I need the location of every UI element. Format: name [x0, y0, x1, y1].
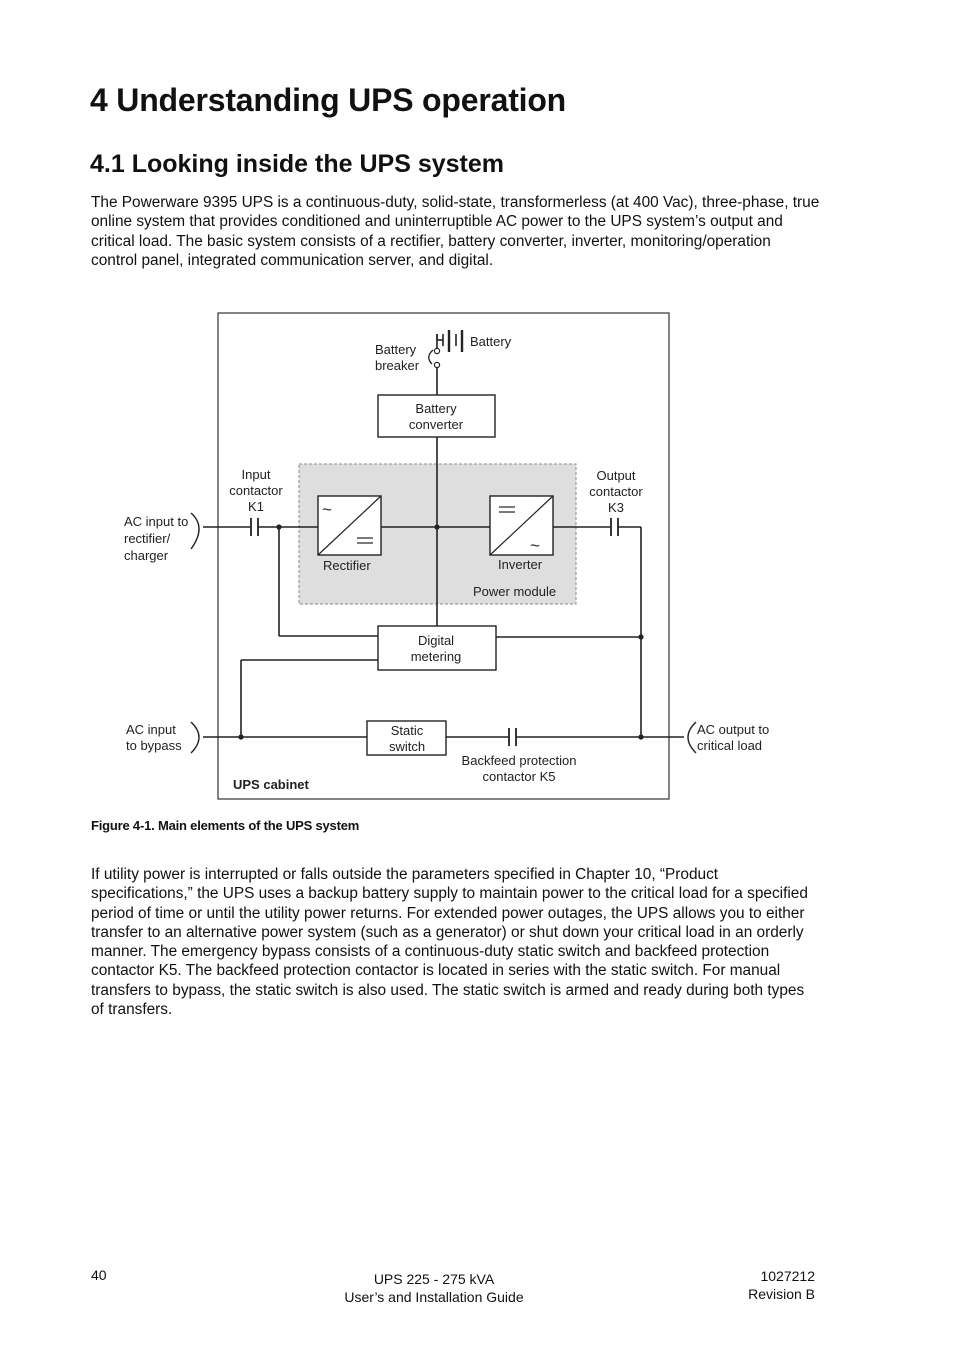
intro-paragraph: The Powerware 9395 UPS is a continuous-d…	[91, 194, 820, 269]
section-heading: 4.1 Looking inside the UPS system	[90, 150, 505, 178]
ac-input-rectifier-label-1: AC input to	[124, 514, 188, 529]
footer-guide: User’s and Installation Guide	[344, 1289, 524, 1305]
static-switch-label-2: switch	[389, 739, 425, 754]
ups-block-diagram: Battery converter ~ ~ Digital metering S…	[124, 312, 769, 800]
battery-breaker-label-1: Battery	[375, 342, 417, 357]
ac-input-rectifier-label-3: charger	[124, 548, 169, 563]
backfeed-label-1: Backfeed protection	[462, 753, 577, 768]
wiring	[203, 334, 684, 738]
ac-output-label-1: AC output to	[697, 722, 769, 737]
footer-doc-number: 1027212	[760, 1268, 815, 1284]
page-number: 40	[91, 1267, 107, 1283]
bypass-paragraph: If utility power is interrupted or falls…	[91, 866, 808, 1019]
footer-docinfo: 1027212 Revision B	[715, 1267, 815, 1303]
inverter-symbol: ~	[489, 495, 554, 556]
rectifier-label: Rectifier	[323, 558, 371, 573]
output-contactor-label-1: Output	[596, 468, 635, 483]
digital-metering-label-2: metering	[411, 649, 462, 664]
output-contactor-label-2: contactor	[589, 484, 643, 499]
page-heading: 4 Understanding UPS operation	[90, 82, 567, 118]
rectifier-symbol: ~	[317, 495, 382, 556]
output-contactor-label-3: K3	[608, 500, 624, 515]
svg-text:~: ~	[530, 536, 540, 555]
battery-icon	[436, 330, 464, 352]
battery-converter-label-2: converter	[409, 417, 464, 432]
power-module-label: Power module	[473, 584, 556, 599]
battery-breaker-icon	[428, 347, 441, 369]
ups-cabinet-label: UPS cabinet	[233, 777, 310, 792]
input-contactor-label-2: contactor	[229, 483, 283, 498]
inverter-label: Inverter	[498, 557, 543, 572]
svg-text:~: ~	[322, 500, 332, 519]
ac-input-bypass-label-2: to bypass	[126, 738, 182, 753]
static-switch-box	[366, 720, 447, 756]
footer-product: UPS 225 - 275 kVA	[373, 1271, 495, 1287]
footer-revision: Revision B	[748, 1286, 815, 1302]
battery-label: Battery	[470, 334, 512, 349]
battery-breaker-label-2: breaker	[375, 358, 420, 373]
ac-output-label-2: critical load	[697, 738, 762, 753]
static-switch-label-1: Static	[391, 723, 424, 738]
backfeed-label-2: contactor K5	[483, 769, 556, 784]
input-contactor-label-1: Input	[242, 467, 271, 482]
junction-dots	[238, 524, 644, 740]
contactor-symbols	[250, 518, 619, 746]
terminal-arcs	[190, 512, 697, 754]
input-contactor-label-3: K1	[248, 499, 264, 514]
footer-title: UPS 225 - 275 kVA User’s and Installatio…	[334, 1270, 534, 1306]
ac-input-rectifier-label-2: rectifier/	[124, 531, 171, 546]
battery-converter-label-1: Battery	[415, 401, 457, 416]
digital-metering-box	[377, 625, 497, 671]
battery-converter-box	[377, 394, 496, 438]
digital-metering-label-1: Digital	[418, 633, 454, 648]
ups-cabinet-frame	[217, 312, 670, 800]
ac-input-bypass-label-1: AC input	[126, 722, 176, 737]
figure-caption: Figure 4-1. Main elements of the UPS sys…	[91, 818, 360, 833]
